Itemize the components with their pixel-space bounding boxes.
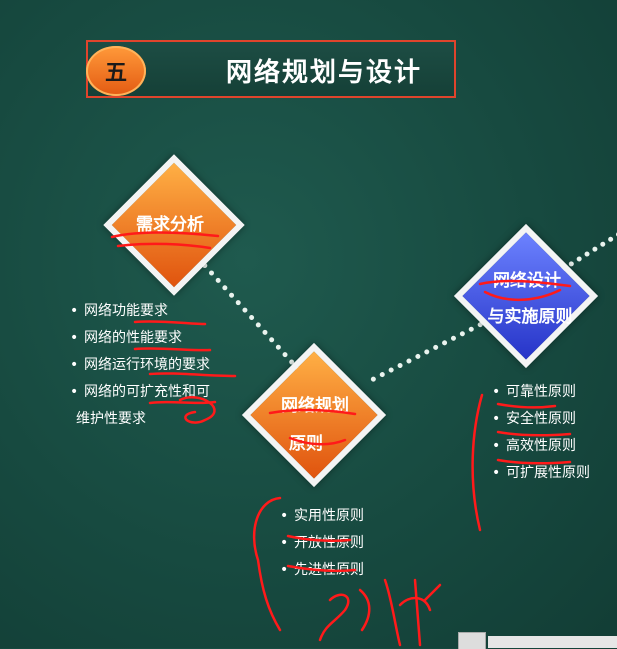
list-item: 安全性原则 (492, 406, 590, 433)
list-item: 可扩展性原则 (492, 460, 590, 487)
list-item: 可靠性原则 (492, 379, 590, 406)
planning-label-1: 网络规划 (281, 396, 349, 416)
corner-control[interactable] (458, 632, 486, 649)
list-item: 开放性原则 (280, 530, 364, 557)
bottom-bar (488, 636, 617, 648)
design-label-1: 网络设计 (493, 271, 561, 291)
list-item: 网络运行环境的要求 (70, 352, 210, 379)
list-item: 高效性原则 (492, 433, 590, 460)
section-number-badge: 五 (86, 46, 146, 96)
design-principles-list: 可靠性原则 安全性原则 高效性原则 可扩展性原则 (492, 379, 590, 487)
requirements-label: 需求分析 (136, 215, 204, 235)
design-diamond (453, 223, 599, 369)
list-item: 网络功能要求 (70, 298, 210, 325)
planning-label-2: 原则 (289, 434, 323, 454)
planning-principles-list: 实用性原则 开放性原则 先进性原则 (280, 503, 364, 584)
connector-planning-design (370, 321, 484, 383)
connector-requirements-planning (201, 262, 303, 374)
design-label-2: 与实施原则 (487, 307, 573, 327)
requirements-list: 网络功能要求 网络的性能要求 网络运行环境的要求 网络的可扩充性和可 维护性要求 (70, 298, 210, 433)
list-item: 维护性要求 (76, 411, 146, 427)
list-item: 网络的性能要求 (70, 325, 210, 352)
list-item: 网络的可扩充性和可 (70, 379, 210, 406)
list-item: 实用性原则 (280, 503, 364, 530)
title-bar (86, 40, 456, 98)
list-item: 先进性原则 (280, 557, 364, 584)
page-title: 网络规划与设计 (226, 58, 423, 88)
